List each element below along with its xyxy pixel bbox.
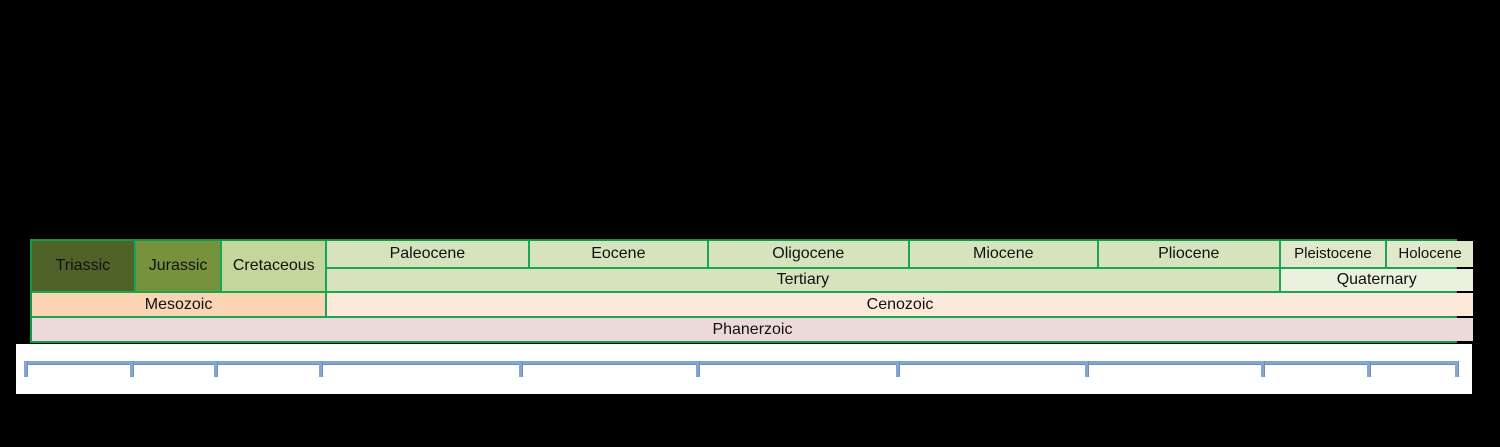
ruler-tick [896,361,901,377]
ruler-tick [214,361,219,377]
ruler-tick [1084,361,1089,377]
cell-cenozoic: Cenozoic [327,293,1473,317]
ruler-tick [1260,361,1265,377]
cell-mesozoic: Mesozoic [32,293,326,317]
cell-tertiary: Tertiary [327,268,1279,292]
cell-pliocene: Pliocene [1098,241,1279,267]
geologic-time-table: Triassic Jurassic Cretaceous Paleocene E… [30,239,1473,343]
cell-phanerzoic: Phanerzoic [32,318,1473,341]
ruler-tick [24,361,28,377]
cell-holocene: Holocene [1387,241,1473,267]
cell-oligocene: Oligocene [709,241,908,267]
cell-quaternary: Quaternary [1280,268,1473,292]
cell-triassic: Triassic [32,241,134,292]
timeline-ruler [24,361,1459,378]
cell-cretaceous: Cretaceous [222,241,326,292]
cell-eocene: Eocene [529,241,708,267]
cell-miocene: Miocene [909,241,1097,267]
cell-paleocene: Paleocene [327,241,528,267]
cell-jurassic: Jurassic [135,241,221,292]
ruler-tick [319,361,324,377]
ruler-tick [695,361,700,377]
ruler-strip [16,344,1472,394]
ruler-line [26,361,1457,365]
ruler-tick [1455,361,1459,377]
ruler-tick [518,361,523,377]
cell-pleistocene: Pleistocene [1280,241,1386,267]
ruler-tick [130,361,135,377]
ruler-tick [1366,361,1371,377]
